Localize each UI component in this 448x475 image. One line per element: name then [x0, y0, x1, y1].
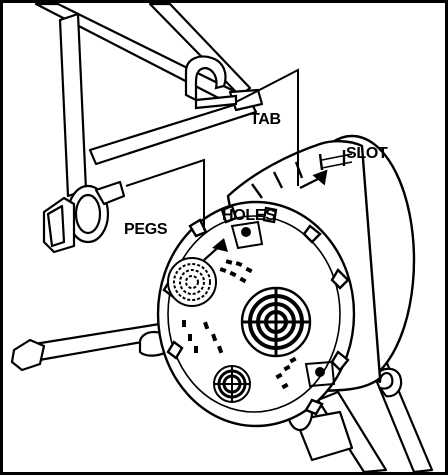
grille-large [240, 286, 312, 358]
label-slot: SLOT [346, 145, 388, 162]
label-holes: HOLES [222, 207, 276, 224]
callout-shafts [203, 175, 325, 261]
label-pegs: PEGS [124, 221, 168, 238]
grille-small-bottom [213, 365, 251, 403]
leg-clamp [42, 180, 126, 254]
tab-hook [184, 55, 238, 110]
label-tab: TAB [250, 111, 281, 128]
face-holes [230, 220, 336, 388]
face-marks [182, 259, 297, 390]
callout-leaders [125, 68, 299, 230]
grille-small-top [167, 257, 217, 307]
